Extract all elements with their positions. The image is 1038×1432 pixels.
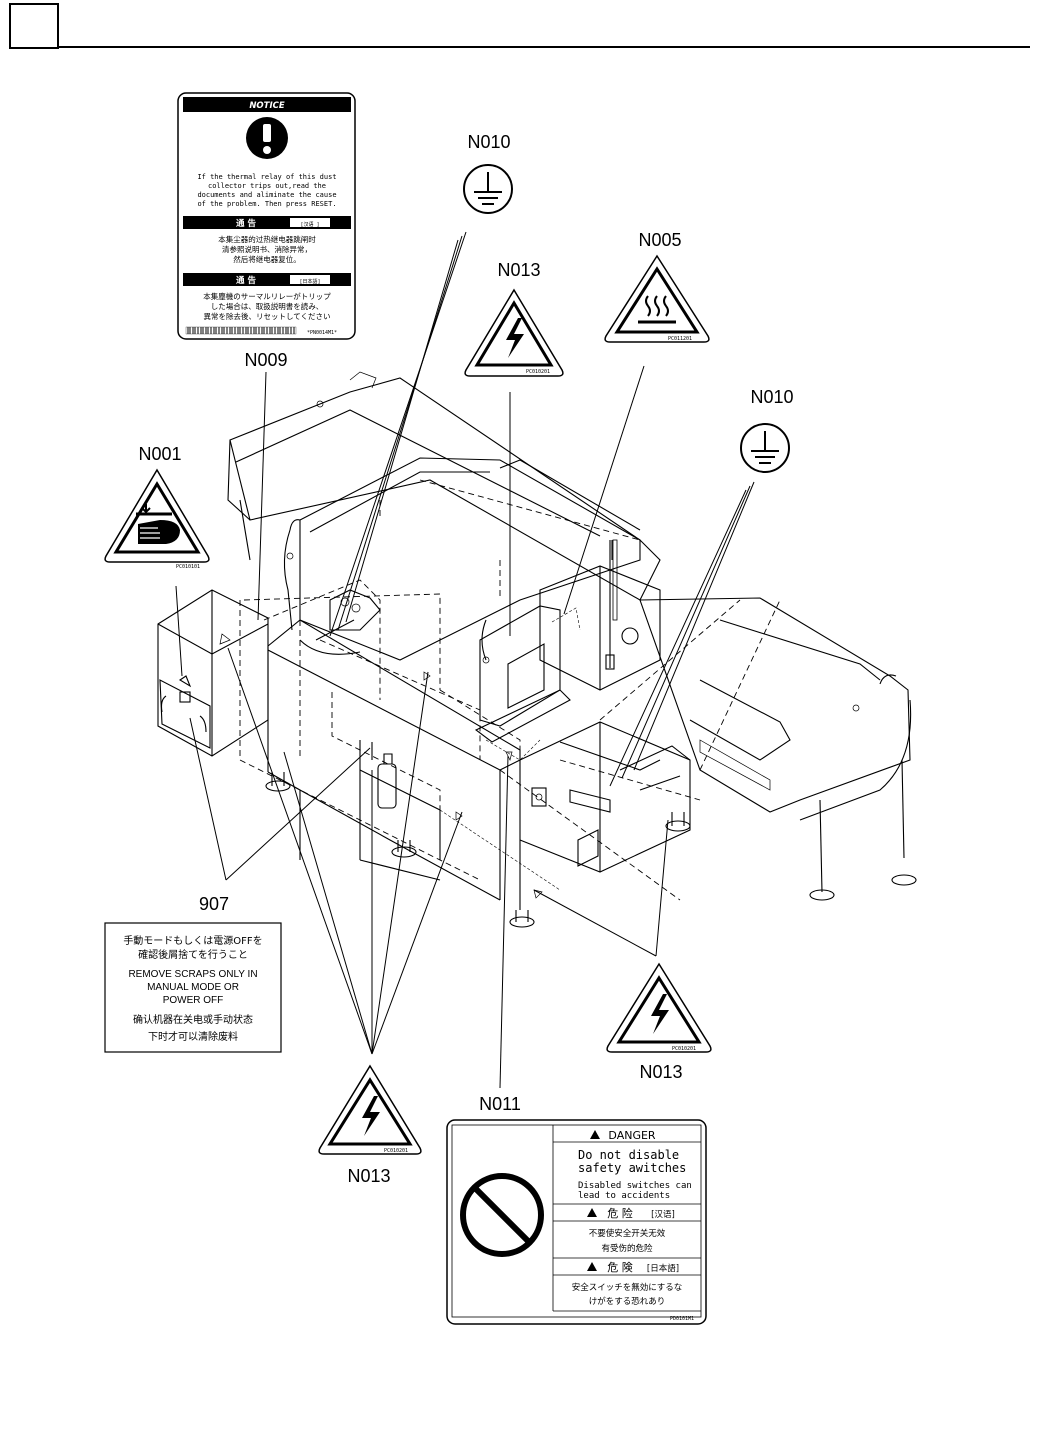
danger-jp-tag: [日本語] <box>647 1263 679 1274</box>
label-n013-bottom: N013 <box>347 1166 390 1186</box>
hand-crush-icon <box>104 468 210 563</box>
warning-triangle-icon <box>587 1208 597 1217</box>
n013-bottom-code: PC010201 <box>384 1148 408 1154</box>
danger-frame <box>446 1119 707 1325</box>
danger-code: PD0101M1 <box>670 1316 694 1322</box>
label-n011: N011 <box>479 1094 521 1114</box>
prohibition-icon <box>460 1173 544 1257</box>
notice-en-line-1: If the thermal relay of this dust <box>197 173 336 181</box>
n001-code: PC010101 <box>176 564 200 570</box>
header-box <box>9 3 59 49</box>
danger-title-1: Do not disable <box>578 1148 679 1162</box>
notice-zh-header: 通 告 <box>236 218 256 229</box>
notice-code: *PN0014M1* <box>307 330 337 336</box>
danger-sub-1: Disabled switches can <box>578 1181 692 1191</box>
label-n013-right: N013 <box>639 1062 682 1082</box>
notice-en-line-2: collector trips out,read the <box>208 182 326 190</box>
scrap-line-2: 確認後屑捨てを行うこと <box>138 948 248 961</box>
notice-header: NOTICE <box>249 101 285 111</box>
hot-surface-icon <box>604 254 710 343</box>
electric-hazard-icon <box>606 962 712 1053</box>
danger-zh-tag: [汉语] <box>651 1209 675 1220</box>
notice-jp-line-1: 本集塵機のサーマルリレーがトリップ <box>203 291 331 301</box>
danger-title-2: safety awitches <box>578 1161 686 1175</box>
label-907: 907 <box>199 894 229 914</box>
n013-right-code: PC010201 <box>672 1046 696 1052</box>
scrap-line-7: 下时才可以清除废料 <box>148 1030 238 1043</box>
machine-drawing <box>157 371 917 928</box>
danger-zh-line-2: 有受伤的危险 <box>601 1243 653 1254</box>
label-n009: N009 <box>244 350 287 370</box>
ground-icon <box>463 164 513 214</box>
notice-header-bar <box>183 97 351 112</box>
leader-lines <box>175 231 755 1089</box>
notice-zh-tag: [汉语 ] <box>300 221 319 228</box>
scrap-line-3: REMOVE SCRAPS ONLY IN <box>128 969 257 980</box>
electric-hazard-icon <box>318 1064 422 1155</box>
scrap-label-frame <box>104 922 282 1053</box>
warning-triangle-icon <box>587 1262 597 1271</box>
notice-zh-line-1: 本集尘器的过热继电器跳闸时 <box>218 234 316 244</box>
n005-code: PC011201 <box>668 336 692 342</box>
electric-hazard-icon <box>464 288 564 377</box>
danger-jp-header: 危 険 <box>607 1261 633 1274</box>
label-n001: N001 <box>138 444 181 464</box>
danger-zh-line-1: 不要使安全开关无效 <box>589 1228 666 1239</box>
ground-icon <box>740 423 790 473</box>
danger-header: DANGER <box>608 1129 656 1142</box>
danger-zh-header: 危 险 <box>607 1206 633 1220</box>
danger-jp-line-2: けがをする恐れあり <box>589 1296 666 1307</box>
scrap-line-4: MANUAL MODE OR <box>147 982 239 993</box>
notice-jp-line-3: 異常を除去後、リセットしてください <box>203 311 330 321</box>
notice-jp-tag: [日本語] <box>299 278 320 285</box>
danger-jp-line-1: 安全スイッチを無効にするな <box>572 1282 683 1293</box>
label-n010-b: N010 <box>750 387 793 407</box>
page-header <box>9 3 1030 49</box>
danger-sub-2: lead to accidents <box>578 1191 670 1201</box>
n013-top-code: PC010201 <box>526 369 550 375</box>
scrap-line-5: POWER OFF <box>163 995 224 1006</box>
label-n010-a: N010 <box>467 132 510 152</box>
notice-jp-header: 通 告 <box>236 275 256 286</box>
scrap-line-6: 确认机器在关电或手动状态 <box>133 1013 253 1026</box>
danger-label: DANGER Do not disable safety awitches Di… <box>446 1119 707 1325</box>
notice-en-line-4: of the problem. Then press RESET. <box>197 200 336 208</box>
barcode <box>185 326 297 335</box>
label-n013-top: N013 <box>497 260 540 280</box>
notice-en-line-3: documents and aliminate the cause <box>197 191 336 199</box>
notice-zh-line-3: 然后将继电器复位。 <box>233 254 301 264</box>
notice-label: NOTICE If the thermal relay of this dust… <box>177 92 356 340</box>
label-n005: N005 <box>638 230 681 250</box>
scrap-line-1: 手動モードもしくは電源OFFを <box>123 934 262 947</box>
warning-triangle-icon <box>590 1130 600 1139</box>
notice-jp-line-2: した場合は、取扱説明書を読み、 <box>211 301 324 311</box>
notice-zh-line-2: 清参照说明书、消除异常， <box>222 244 312 254</box>
scrap-removal-label: 手動モードもしくは電源OFFを 確認後屑捨てを行うこと REMOVE SCRAP… <box>104 922 282 1053</box>
